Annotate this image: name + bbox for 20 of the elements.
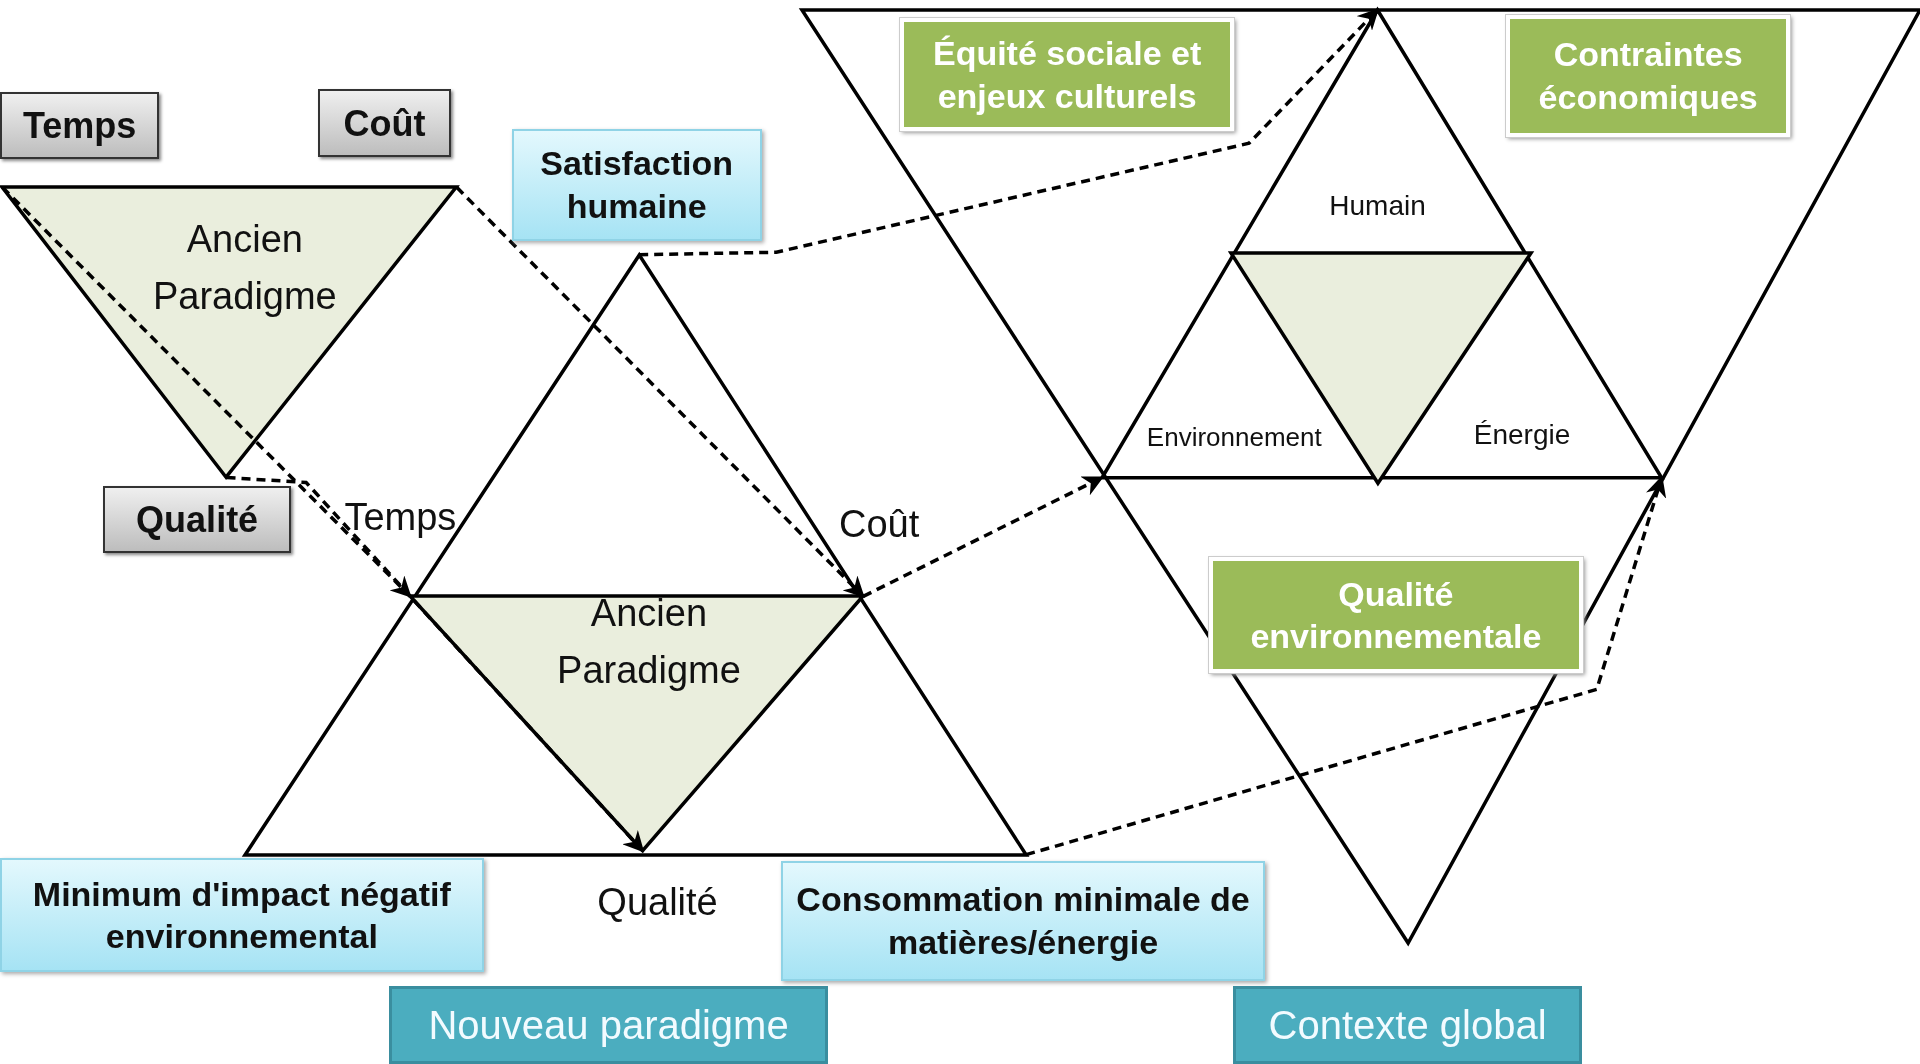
triangle-label: Ancien Paradigme xyxy=(556,591,742,694)
label-tag: Coût xyxy=(318,89,451,157)
section-title: Nouveau paradigme xyxy=(389,985,828,1064)
vertex-label: Énergie xyxy=(1473,418,1571,451)
label-tag: Temps xyxy=(0,91,160,160)
dashed-arrow xyxy=(862,476,1104,598)
vertex-label: Humain xyxy=(1329,189,1426,222)
vertex-label: Coût xyxy=(839,502,920,546)
dashed-arrow xyxy=(1,186,412,598)
vertex-label: Environnement xyxy=(1146,421,1322,453)
vertex-label: Qualité xyxy=(597,880,718,924)
label-tag: Consommation minimale de matières/énergie xyxy=(781,860,1265,981)
dashed-arrow xyxy=(455,186,865,598)
label-tag: Satisfaction humaine xyxy=(511,128,762,242)
label-tag: Minimum d'impact négatif environnemental xyxy=(0,858,484,973)
triangle-label: Ancien Paradigme xyxy=(152,216,338,319)
vertex-label: Temps xyxy=(344,495,457,539)
dashed-arrow xyxy=(226,475,645,853)
label-tag: Qualité xyxy=(102,486,292,554)
section-title: Contexte global xyxy=(1233,985,1582,1064)
